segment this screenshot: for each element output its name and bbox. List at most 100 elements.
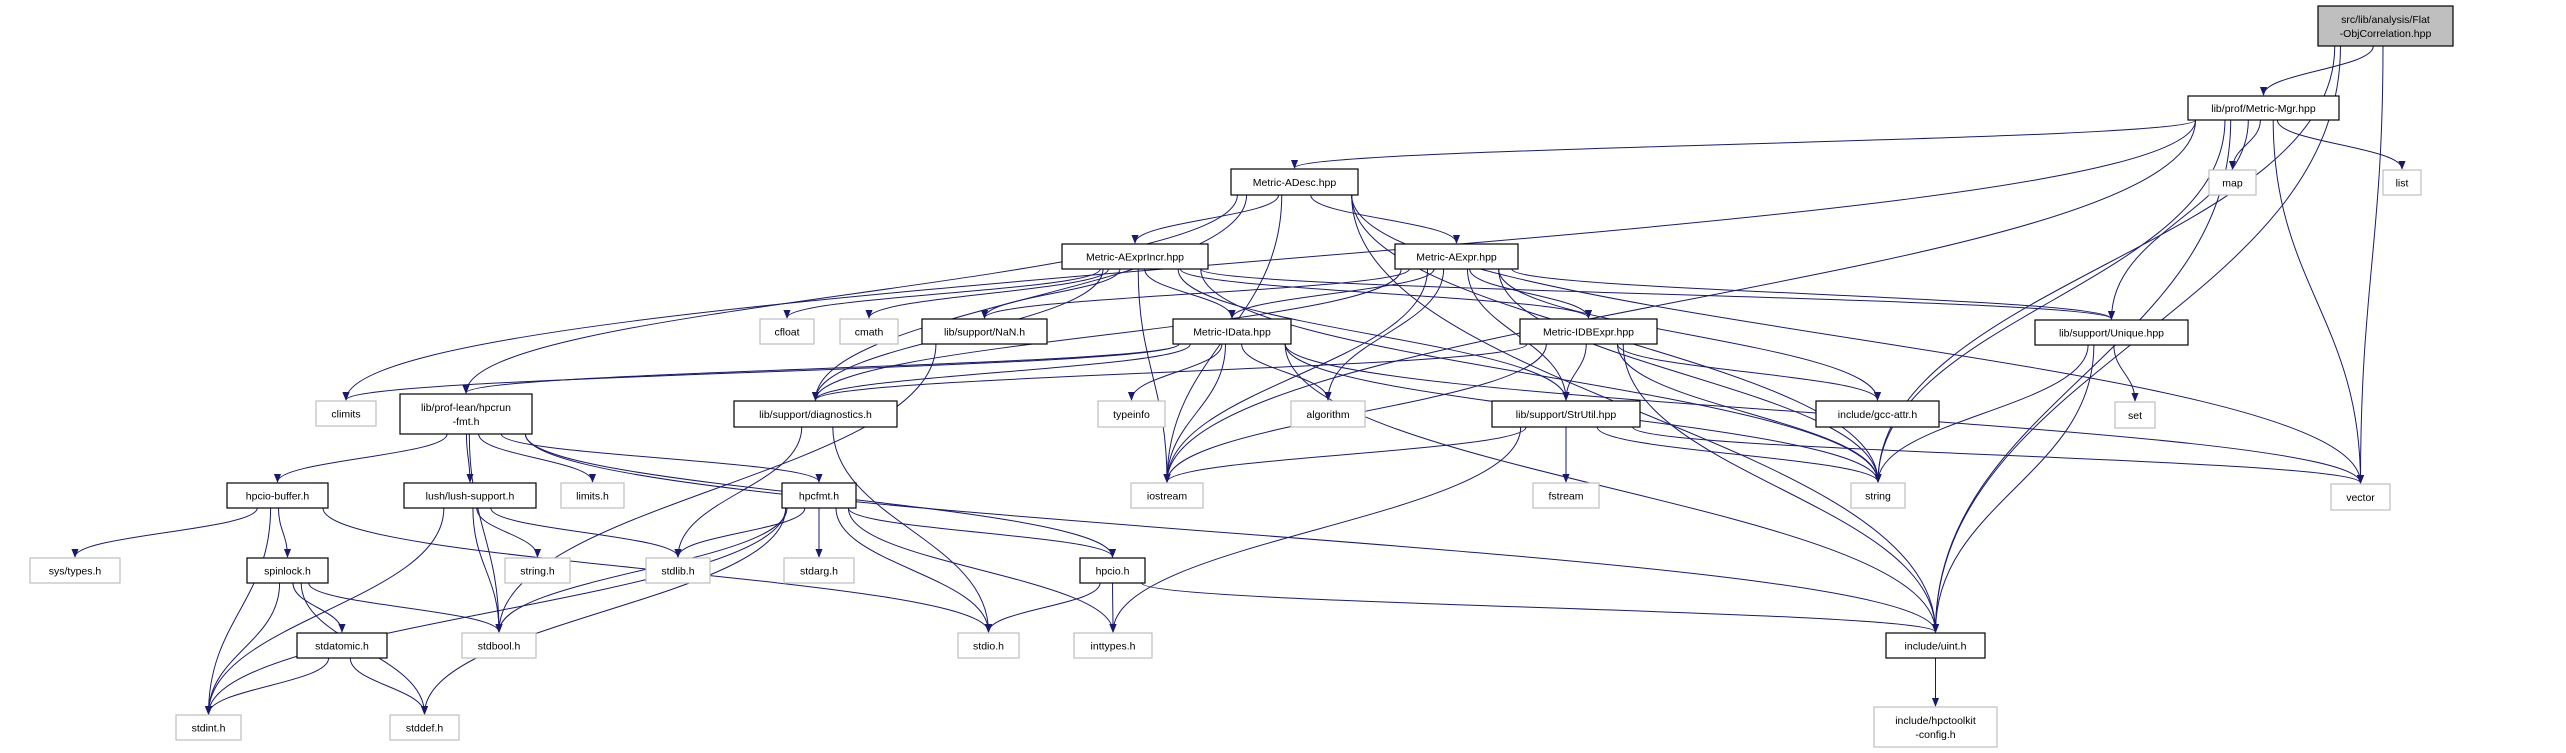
node-strutil[interactable]: lib/support/StrUtil.hpp (1491, 400, 1641, 428)
edge-aexpr-to-string (1498, 268, 1882, 483)
edge-idata-to-iostream (1163, 343, 1226, 483)
edge-hpcrunfmt-to-hpciobuf (273, 433, 448, 483)
node-vector: vector (2330, 483, 2391, 511)
node-algorithm: algorithm (1290, 400, 1366, 428)
edge-mgr-to-string (1874, 119, 2226, 483)
node-box (759, 318, 815, 345)
edge-aexprincr-to-cmath (865, 268, 1109, 319)
node-box (1885, 632, 1986, 659)
node-label: src/lib/analysis/Flat (2341, 14, 2430, 26)
node-label: Metric-AExprIncr.hpp (1086, 252, 1184, 264)
edge-diag-to-stdlib (674, 426, 803, 558)
node-label: lib/support/StrUtil.hpp (1516, 409, 1617, 421)
node-label: algorithm (1306, 409, 1349, 421)
node-label: stdarg.h (800, 566, 838, 578)
node-box (783, 557, 855, 584)
edge-aexpr-to-idata (1228, 268, 1435, 319)
node-systypes: sys/types.h (29, 557, 121, 584)
node-label: stdbool.h (478, 641, 521, 653)
edge-hpcrunfmt-to-lush (465, 433, 474, 483)
node-label: typeinfo (1113, 409, 1150, 421)
node-label: lib/prof/Metric-Mgr.hpp (2211, 103, 2316, 115)
node-mgr[interactable]: lib/prof/Metric-Mgr.hpp (2187, 95, 2340, 121)
edge-hpcio-to-stdio (984, 582, 1101, 633)
edge-mgr-to-iostream (1163, 119, 2197, 483)
edge-adesc-to-hpcrunfmt (462, 194, 1238, 394)
node-hpcfmt[interactable]: hpcfmt.h (781, 482, 857, 509)
node-iostream: iostream (1130, 482, 1204, 509)
node-label: lib/support/diagnostics.h (759, 409, 872, 421)
node-box (399, 393, 533, 435)
node-box (29, 557, 121, 584)
node-lush[interactable]: lush/lush-support.h (403, 482, 537, 509)
node-list: list (2382, 169, 2422, 196)
node-box (2317, 5, 2454, 47)
edge-hpcrunfmt-to-hpcfmt (500, 433, 823, 483)
node-hpciobuf[interactable]: hpcio-buffer.h (226, 482, 329, 509)
node-label: iostream (1147, 491, 1188, 503)
node-label: climits (331, 409, 360, 421)
edge-root-to-mgr (2259, 45, 2374, 96)
nodes: src/lib/analysis/Flat -ObjCorrelation.hpp… (29, 5, 2454, 748)
node-box (315, 400, 377, 427)
edge-hpciobuf-to-stdint (204, 507, 272, 715)
node-cmath: cmath (839, 318, 899, 345)
node-nan[interactable]: lib/support/NaN.h (921, 318, 1048, 345)
edge-lush-to-stdlib (490, 507, 682, 558)
edge-mgr-to-unique (2107, 119, 2249, 320)
edge-idata-to-diag (812, 343, 1191, 401)
node-adesc[interactable]: Metric-ADesc.hpp (1230, 168, 1359, 196)
node-gccattr[interactable]: include/gcc-attr.h (1815, 400, 1940, 428)
node-uint[interactable]: include/uint.h (1885, 632, 1986, 659)
node-spinlock[interactable]: spinlock.h (246, 557, 329, 584)
node-box (461, 632, 537, 659)
node-box (226, 482, 329, 509)
node-unique[interactable]: lib/support/Unique.hpp (2034, 319, 2189, 346)
edge-hpcfmt-to-stdlib (674, 507, 806, 558)
node-label: Metric-ADesc.hpp (1253, 177, 1337, 189)
node-label: Metric-AExpr.hpp (1416, 252, 1497, 264)
edge-strutil-to-iostream (1163, 426, 1527, 483)
edge-lush-to-stdint (204, 507, 445, 715)
edge-hpciobuf-to-spinlock (278, 507, 292, 558)
node-box (1815, 400, 1940, 428)
edge-hpcfmt-to-stdio (835, 507, 993, 633)
node-stdlib: stdlib.h (645, 557, 711, 584)
node-label: cfloat (774, 327, 799, 339)
node-label: stdio.h (973, 641, 1004, 653)
node-box (389, 714, 460, 741)
node-diag[interactable]: lib/support/diagnostics.h (733, 400, 898, 428)
node-idbexpr[interactable]: Metric-IDBExpr.hpp (1519, 318, 1658, 345)
node-string: string (1850, 482, 1906, 509)
node-box (781, 482, 857, 509)
node-label: fstream (1548, 491, 1583, 503)
node-climits: climits (315, 400, 377, 427)
node-stdatomic[interactable]: stdatomic.h (296, 632, 388, 659)
node-label: Metric-IDBExpr.hpp (1543, 327, 1634, 339)
node-box (1130, 482, 1204, 509)
edge-aexpr-to-algorithm (1324, 268, 1445, 401)
node-label: -ObjCorrelation.hpp (2340, 28, 2432, 40)
node-box (839, 318, 899, 345)
node-limits: limits.h (560, 482, 625, 509)
node-box (1230, 168, 1359, 196)
node-box (2114, 401, 2156, 429)
node-box (1394, 243, 1519, 270)
node-hpcrunfmt[interactable]: lib/prof-lean/hpcrun-fmt.h (399, 393, 533, 435)
edge-adesc-to-uint (1351, 194, 1940, 633)
node-box (1097, 400, 1166, 428)
edge-strutil-to-inttypes (1109, 426, 1522, 633)
node-aexprincr[interactable]: Metric-AExprIncr.hpp (1061, 243, 1209, 270)
node-label: stddef.h (406, 723, 444, 735)
node-aexpr[interactable]: Metric-AExpr.hpp (1394, 243, 1519, 270)
edge-aexprincr-to-cfloat (783, 268, 1101, 319)
node-hpcio[interactable]: hpcio.h (1079, 557, 1146, 584)
node-typeinfo: typeinfo (1097, 400, 1166, 428)
edge-aexpr-to-nan (981, 268, 1410, 319)
node-root[interactable]: src/lib/analysis/Flat -ObjCorrelation.hpp (2317, 5, 2454, 47)
edge-aexprincr-to-nan (980, 268, 1121, 319)
edge-idbexpr-to-uint (1622, 343, 1940, 633)
node-idata[interactable]: Metric-IData.hpp (1172, 318, 1292, 345)
edge-hpciobuf-to-systypes (71, 507, 258, 558)
